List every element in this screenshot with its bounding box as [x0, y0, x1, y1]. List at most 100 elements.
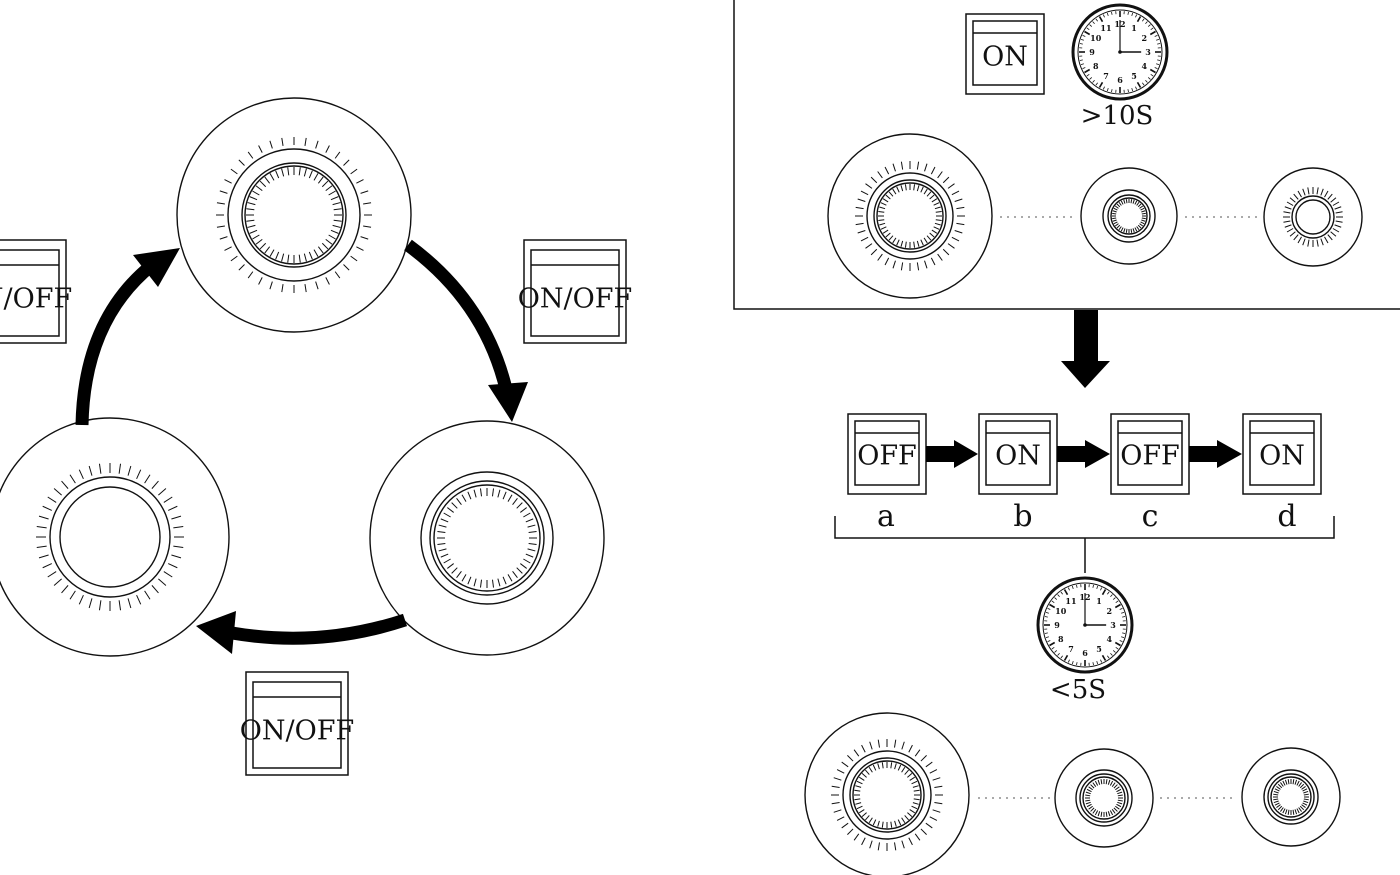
tick-mark — [942, 248, 950, 256]
tick-mark — [1111, 809, 1116, 814]
tick-mark — [947, 183, 955, 189]
tick-mark — [281, 284, 284, 293]
tick-mark — [1335, 220, 1343, 223]
tick-mark — [259, 242, 267, 250]
clock-tick — [1071, 661, 1074, 665]
switch-step-a: OFF — [847, 413, 927, 495]
tick-mark — [1132, 199, 1135, 204]
tick-mark — [909, 809, 916, 814]
tick-mark — [1330, 197, 1337, 203]
toggle-sequence: OFF ON OFF ON — [804, 413, 1341, 875]
tick-mark — [224, 179, 232, 184]
tick-mark — [332, 202, 341, 206]
tick-mark — [1118, 226, 1122, 231]
tick-mark — [885, 232, 891, 238]
tick-mark — [901, 741, 905, 750]
clock-tick — [1147, 77, 1151, 80]
tick-mark — [1137, 203, 1142, 208]
clock-tick — [1122, 632, 1126, 634]
tick-mark — [144, 590, 151, 600]
tick-mark — [298, 167, 301, 176]
clock-tick — [1045, 636, 1049, 639]
tick-mark — [877, 253, 883, 261]
tick-mark — [456, 498, 462, 505]
clock-tick — [1121, 611, 1125, 614]
lamp-toggle-start — [804, 712, 970, 875]
tick-mark — [907, 773, 913, 778]
tick-mark — [216, 202, 225, 205]
clock-tick — [1067, 659, 1070, 663]
tick-mark — [252, 190, 260, 196]
tick-mark — [861, 837, 866, 846]
tick-mark — [350, 255, 358, 262]
lamp-inner-ring — [849, 757, 925, 833]
step-letter-a: a — [877, 499, 895, 534]
tick-mark — [1139, 205, 1144, 209]
tick-mark — [935, 210, 942, 213]
tick-mark — [931, 198, 938, 203]
tick-mark — [1092, 782, 1097, 787]
tick-mark — [1302, 788, 1308, 792]
tick-mark — [144, 474, 151, 484]
tick-mark — [269, 281, 273, 290]
tick-mark — [872, 764, 877, 771]
tick-mark — [1113, 221, 1118, 225]
tick-mark — [317, 246, 324, 254]
tick-mark — [136, 595, 142, 605]
tick-mark — [158, 578, 167, 586]
tick-mark — [61, 480, 69, 489]
lamp-inner-ring — [1110, 197, 1148, 235]
tick-mark — [275, 170, 280, 179]
lamp-ring — [1075, 769, 1133, 827]
tick-mark — [528, 530, 537, 534]
tick-mark — [1332, 228, 1340, 233]
clock-tick — [1150, 74, 1154, 77]
tick-mark — [330, 229, 339, 234]
tick-mark — [937, 171, 943, 179]
tick-mark — [281, 137, 284, 146]
clock-tick — [1145, 79, 1148, 83]
tick-mark — [333, 219, 342, 222]
tick-mark — [954, 198, 963, 202]
tick-mark — [173, 525, 184, 529]
tick-mark — [440, 518, 449, 523]
tick-mark — [264, 176, 271, 184]
tick-mark — [1292, 809, 1295, 815]
tick-mark — [1139, 223, 1144, 227]
switch-label: ON — [995, 441, 1041, 472]
clock-tick — [1135, 86, 1138, 90]
tick-mark — [934, 206, 941, 210]
tick-mark — [923, 237, 928, 244]
tick-mark — [892, 163, 896, 172]
clock-tick — [1054, 597, 1058, 600]
tick-mark — [890, 821, 893, 828]
clock-tick — [1092, 21, 1095, 25]
tick-mark — [1132, 228, 1135, 233]
lamp-outer-ring — [804, 712, 970, 875]
clock-tick — [1102, 86, 1105, 90]
switch-step-b: ON — [978, 413, 1058, 495]
tick-mark — [1302, 188, 1306, 196]
tick-mark — [1286, 201, 1294, 206]
tick-mark — [168, 563, 178, 569]
tick-mark — [880, 226, 887, 230]
tick-mark — [467, 491, 472, 500]
tick-mark — [1287, 809, 1290, 815]
hold-panel-frame — [733, 0, 1400, 310]
clock-tick — [1047, 607, 1051, 610]
tick-mark — [858, 776, 865, 781]
tick-mark — [841, 761, 849, 768]
tick-mark — [882, 229, 889, 234]
tick-mark — [1117, 794, 1123, 797]
tick-mark — [479, 579, 483, 588]
tick-mark — [897, 764, 902, 771]
tick-mark — [438, 548, 447, 552]
tick-mark — [920, 186, 924, 193]
tick-mark — [1332, 201, 1340, 206]
tick-mark — [249, 196, 258, 201]
tick-mark — [860, 236, 869, 242]
tick-mark — [880, 202, 887, 206]
switch-label: ON — [1259, 441, 1305, 472]
